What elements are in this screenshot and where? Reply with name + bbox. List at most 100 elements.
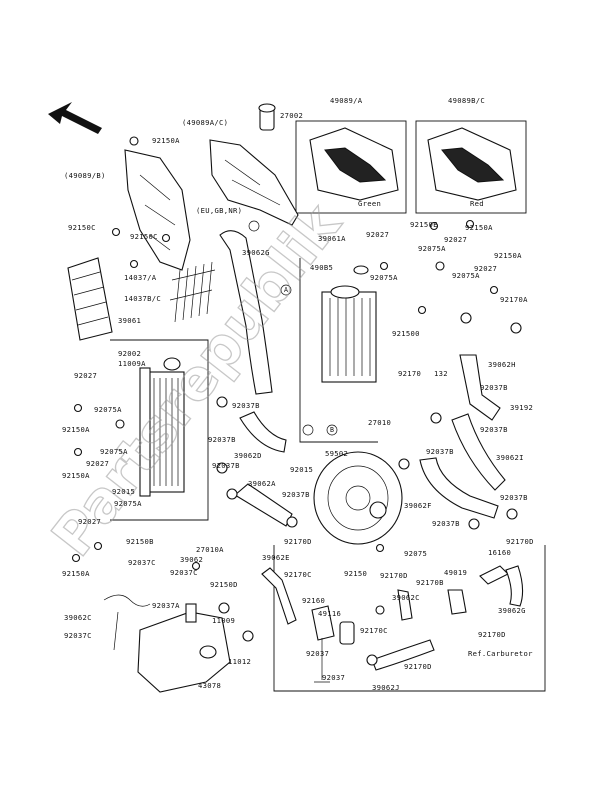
cap-27002-part [258, 103, 276, 131]
label-92037-2: 92037 [322, 673, 345, 682]
label-92150a-l1: 92150A [62, 425, 90, 434]
label-49116: 49116 [318, 609, 341, 618]
label-red: Red [470, 199, 484, 208]
label-92075a-l3: 92075A [114, 499, 142, 508]
label-ref-carb: Ref.Carburetor [468, 649, 533, 658]
label-92150c-a: 92150C [68, 223, 96, 232]
label-92150a-l2: 92150A [62, 471, 90, 480]
label-92027-l1: 92027 [74, 371, 97, 380]
hose-39062c-left-part [103, 594, 151, 651]
shroud-green-part [309, 127, 399, 201]
label-92037b-2: 92037B [208, 435, 236, 444]
hose-39062g-part [219, 230, 273, 395]
label-92170d-2: 92170D [380, 571, 408, 580]
label-92170b: 92170B [416, 578, 444, 587]
label-92075: 92075 [404, 549, 427, 558]
label-92150e: 92150E [410, 220, 438, 229]
label-92015-c: 92015 [290, 465, 313, 474]
label-92170d-3: 92170D [506, 537, 534, 546]
label-92170c-2: 92170C [360, 626, 388, 635]
label-92037c-2: 92037C [170, 568, 198, 577]
label-92160: 92160 [302, 596, 325, 605]
shroud-green-box [295, 120, 407, 214]
label-92037b-r1: 92037B [480, 383, 508, 392]
label-27010: 27010 [368, 418, 391, 427]
label-92037b-r3: 92037B [426, 447, 454, 456]
label-39192: 39192 [510, 403, 533, 412]
label-92150d: 92150D [210, 580, 238, 589]
label-92037b-r2: 92037B [480, 425, 508, 434]
label-92150-c: 92150 [344, 569, 367, 578]
label-92170d-4: 92170D [478, 630, 506, 639]
label-49089ac: (49089A/C) [182, 118, 228, 127]
label-92170d-5: 92170D [404, 662, 432, 671]
label-92170d-1: 92170D [284, 537, 312, 546]
label-92150b: 92150B [126, 537, 154, 546]
label-16160: 16160 [488, 548, 511, 557]
label-92150a-r2: 92150A [494, 251, 522, 260]
label-92150a-top: 92150A [152, 136, 180, 145]
label-92027-r2: 92027 [444, 235, 467, 244]
label-39062f: 39062F [404, 501, 432, 510]
label-39061a: 39061A [318, 234, 346, 243]
label-92027-r3: 92027 [474, 264, 497, 273]
label-92037a: 92037A [152, 601, 180, 610]
label-92150a-r: 92150A [465, 223, 493, 232]
label-92037c-1: 92037C [128, 558, 156, 567]
label-49089a: 49089/A [330, 96, 363, 105]
label-92037b-r4: 92037B [500, 493, 528, 502]
panel-14037-part [67, 257, 113, 341]
label-92027-l3: 92027 [78, 517, 101, 526]
label-92037-1: 92037 [306, 649, 329, 658]
label-92075a-l2: 92075A [100, 447, 128, 456]
hose-39062i-part [451, 413, 506, 491]
radiator-right-part [321, 265, 377, 383]
label-92170: 92170 [398, 369, 421, 378]
front-direction-arrow-icon [48, 102, 102, 134]
label-92037b-3: 92037B [212, 461, 240, 470]
label-39062d: 39062D [234, 451, 262, 460]
label-92075a-r1: 92075A [418, 244, 446, 253]
shroud-center-part [209, 139, 299, 226]
label-14037a: 14037/A [124, 273, 157, 282]
label-92037b-r5: 92037B [432, 519, 460, 528]
reservoir-tank-43078-part [137, 603, 231, 693]
label-39062i: 39062I [496, 453, 524, 462]
label-92075a-r2: 92075A [370, 273, 398, 282]
radiator-left-bracket [110, 339, 209, 521]
label-39061: 39061 [118, 316, 141, 325]
fan-59502-part [313, 451, 403, 545]
shroud-red-part [427, 127, 517, 201]
label-eugbnr: (EU,GB,NR) [196, 206, 242, 215]
label-92015-l: 92015 [112, 487, 135, 496]
label-92027-r1: 92027 [366, 230, 389, 239]
label-39062g-r: 39062G [498, 606, 526, 615]
label-39062h: 39062H [488, 360, 516, 369]
label-11012: 11012 [228, 657, 251, 666]
guard-14037bc-part [169, 261, 216, 323]
hose-39062f-part [419, 457, 499, 519]
label-59502: 59502 [325, 449, 348, 458]
label-92037b-1: 92037B [232, 401, 260, 410]
label-92075a-l1: 92075A [94, 405, 122, 414]
label-39062g: 39062G [242, 248, 270, 257]
label-92075a-r3: 92075A [452, 271, 480, 280]
label-921500: 921500 [392, 329, 420, 338]
label-49019: 49019 [444, 568, 467, 577]
label-11009: 11009 [212, 616, 235, 625]
label-39062a: 39062A [248, 479, 276, 488]
label-39062j: 39062J [372, 683, 400, 692]
label-a-circle: A [284, 286, 288, 294]
label-11009a: 11009A [118, 359, 146, 368]
label-92150c-b: 92150C [130, 232, 158, 241]
part-labels: 27002 49089/A 49089B/C (49089A/C) 92150A… [62, 96, 534, 692]
label-14037bc: 14037B/C [124, 294, 161, 303]
label-92002: 92002 [118, 349, 141, 358]
label-92037b-c: 92037B [282, 490, 310, 499]
hose-kit-bracket [273, 545, 546, 692]
label-39062: 39062 [180, 555, 203, 564]
hardware-bolts [71, 136, 522, 666]
hose-39062a-part [234, 483, 293, 527]
label-49089bc: 49089B/C [448, 96, 485, 105]
